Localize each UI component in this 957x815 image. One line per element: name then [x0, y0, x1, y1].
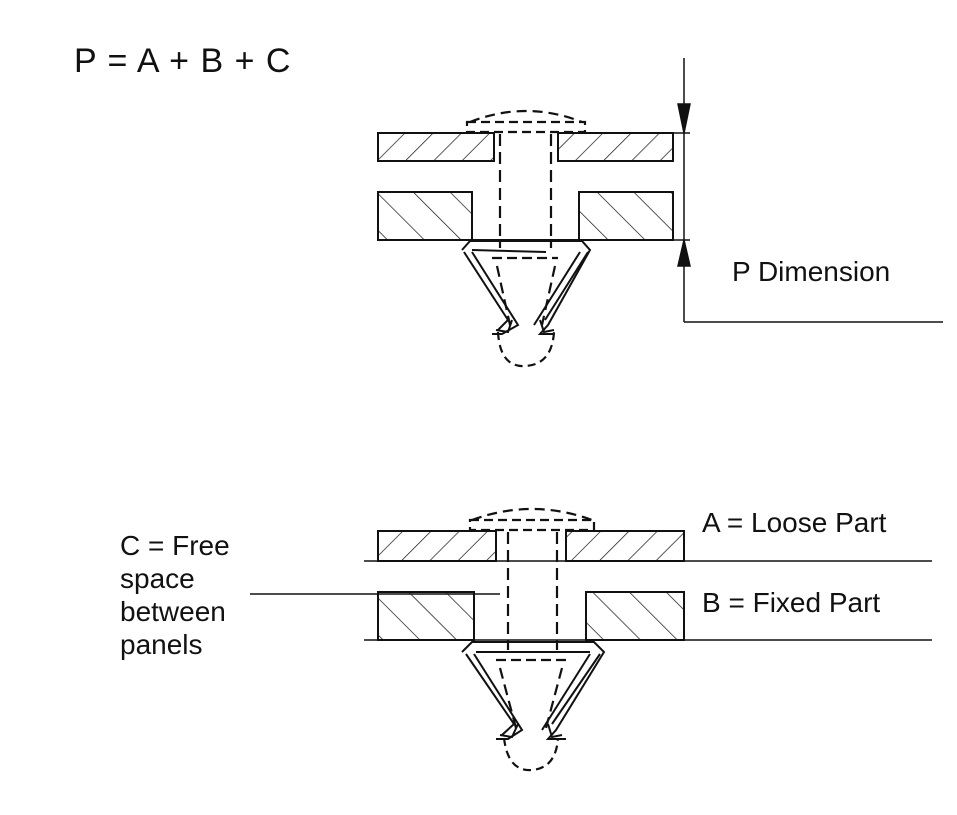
free-space-line-2: space — [120, 563, 195, 594]
loose-part-label: A = Loose Part — [702, 507, 887, 538]
formula-text: P = A + B + C — [74, 42, 292, 80]
top-loose-panel-right — [557, 132, 674, 162]
bottom-loose-panel-left — [377, 530, 497, 562]
reference-lines — [250, 560, 932, 641]
bottom-clip — [461, 641, 606, 740]
arrow-up-icon — [677, 239, 691, 267]
top-fixed-panel-right — [578, 191, 674, 241]
bottom-fixed-panel-left — [377, 591, 475, 641]
top-fixed-panel-left — [377, 191, 473, 241]
free-space-label: C = Free space between panels — [120, 529, 230, 661]
free-space-line-4: panels — [120, 629, 203, 660]
free-space-line-3: between — [120, 596, 226, 627]
arrow-down-icon — [677, 103, 691, 134]
top-screw — [465, 109, 587, 368]
top-clip — [461, 240, 592, 335]
p-dimension-line — [586, 58, 943, 323]
bottom-loose-panel-right — [565, 530, 685, 562]
top-assembly — [377, 58, 943, 368]
bottom-fixed-panel-right — [585, 591, 685, 641]
bottom-assembly — [250, 507, 932, 772]
p-dimension-label: P Dimension — [732, 256, 891, 287]
top-loose-panel-left — [377, 132, 495, 162]
bottom-screw — [468, 507, 596, 772]
free-space-line-1: C = Free — [120, 530, 230, 561]
fixed-part-label: B = Fixed Part — [702, 587, 881, 618]
